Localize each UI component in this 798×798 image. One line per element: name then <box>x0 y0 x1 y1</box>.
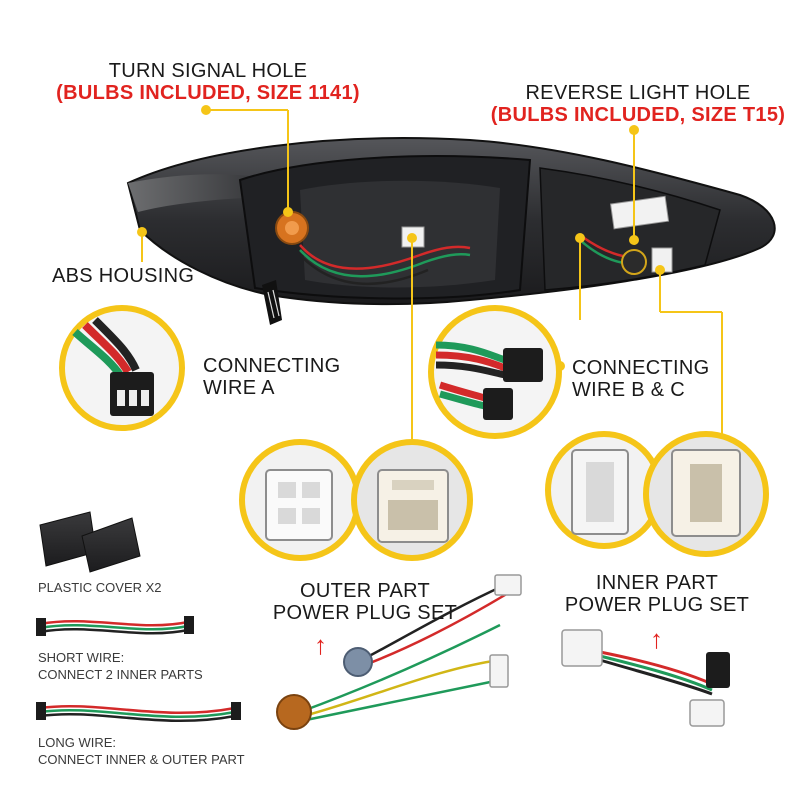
long-wire-label: LONG WIRE: CONNECT INNER & OUTER PART <box>38 735 245 769</box>
wire-bc-label: CONNECTING WIRE B & C <box>572 357 709 402</box>
reverse-light-title: REVERSE LIGHT HOLE <box>525 82 751 104</box>
leader-lines <box>141 109 723 455</box>
turn-signal-socket <box>275 211 309 245</box>
wire-bc-line1: CONNECTING <box>572 357 710 379</box>
inner-harness <box>561 629 730 727</box>
wire-a-label: CONNECTING WIRE A <box>203 355 340 400</box>
outer-harness <box>276 574 522 730</box>
abs-housing-label: ABS HOUSING <box>52 265 195 287</box>
short-wire-label: SHORT WIRE: CONNECT 2 INNER PARTS <box>38 650 203 684</box>
inner-plug-closeup-a <box>545 431 663 549</box>
turn-signal-note: (BULBS INCLUDED, SIZE 1141) <box>56 82 360 105</box>
outer-part-label: OUTER PART POWER PLUG SET <box>270 580 460 625</box>
inner-up-arrow-icon: ↑ <box>650 624 663 654</box>
inner-part-line2: POWER PLUG SET <box>564 594 750 617</box>
outer-plug-closeup-a <box>239 439 361 561</box>
short-wire <box>36 616 194 636</box>
outer-part-line2: POWER PLUG SET <box>272 602 458 625</box>
tail-light-housing <box>126 137 776 325</box>
outer-part-line1: OUTER PART <box>299 580 431 602</box>
short-wire-line2: CONNECT 2 INNER PARTS <box>38 666 203 682</box>
outer-up-arrow-icon: ↑ <box>314 630 327 660</box>
long-wire <box>36 702 241 723</box>
short-wire-line1: SHORT WIRE: <box>38 650 125 665</box>
wire-bc-line2: WIRE B & C <box>572 379 686 402</box>
inner-plug-closeup-b <box>643 431 769 557</box>
inner-part-line1: INNER PART <box>595 572 719 594</box>
outer-plug-closeup-b <box>351 439 473 561</box>
wire-a-line2: WIRE A <box>203 377 275 400</box>
plastic-cover-pair <box>39 511 141 573</box>
turn-signal-label: TURN SIGNAL HOLE (BULBS INCLUDED, SIZE 1… <box>38 60 378 105</box>
reverse-light-note: (BULBS INCLUDED, SIZE T15) <box>490 104 786 127</box>
reverse-light-label: REVERSE LIGHT HOLE (BULBS INCLUDED, SIZE… <box>488 82 788 127</box>
wire-a-closeup <box>59 305 185 431</box>
inner-part-label: INNER PART POWER PLUG SET <box>562 572 752 617</box>
wire-a-line1: CONNECTING <box>203 355 341 377</box>
wire-bc-closeup <box>428 305 562 439</box>
plastic-cover-label: PLASTIC COVER X2 <box>38 580 162 595</box>
long-wire-line2: CONNECT INNER & OUTER PART <box>38 751 245 767</box>
long-wire-line1: LONG WIRE: <box>38 735 117 750</box>
turn-signal-title: TURN SIGNAL HOLE <box>108 60 308 82</box>
